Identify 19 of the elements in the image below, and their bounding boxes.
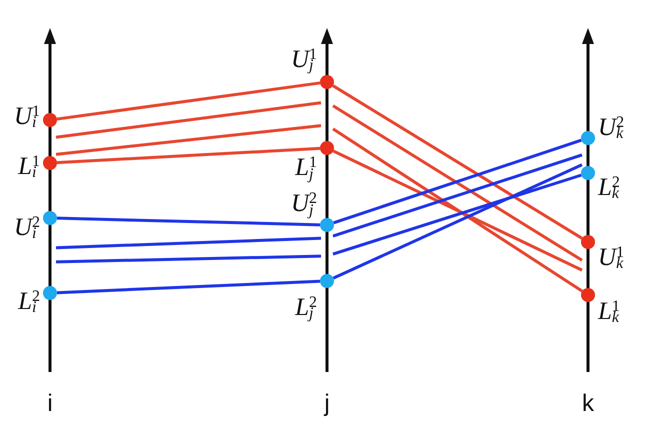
connecting-line — [56, 216, 320, 226]
connecting-line — [332, 163, 583, 280]
axis-label: k — [582, 390, 594, 418]
connecting-line — [332, 128, 583, 292]
connecting-line — [332, 154, 582, 238]
connecting-line — [332, 104, 583, 262]
connecting-line — [56, 146, 320, 164]
connecting-line — [56, 254, 322, 264]
connecting-line — [56, 236, 322, 250]
axis-label: j — [322, 390, 331, 418]
connecting-line — [333, 138, 582, 224]
axis-label: i — [46, 390, 54, 418]
connecting-line — [56, 124, 322, 156]
connecting-line — [332, 150, 583, 272]
connecting-line — [56, 101, 322, 139]
connecting-line — [56, 81, 320, 121]
connecting-line — [332, 84, 583, 240]
connecting-line — [332, 174, 582, 256]
connecting-line — [56, 280, 320, 294]
